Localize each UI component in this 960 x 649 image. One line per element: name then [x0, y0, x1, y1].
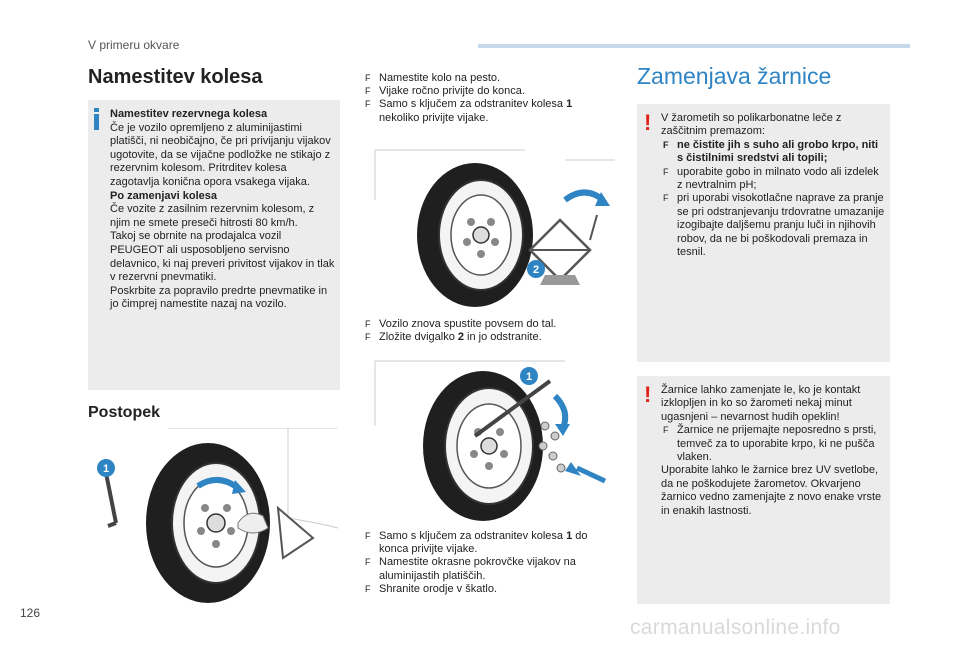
warning-text-bulbs: Žarnice lahko zamenjate le, ko je kontak… [661, 384, 885, 518]
wheel-wrench-illustration: 1 [97, 428, 339, 603]
note-paragraph: Če vozite z zasilnim rezervnim kolesom, … [110, 203, 315, 229]
callout-label: 1 [526, 371, 532, 383]
header-bar [478, 44, 910, 48]
warning-icon: ! [644, 382, 652, 407]
note-paragraph: Če je vozilo opremljeno z aluminijastimi… [110, 121, 331, 188]
warning-box-lenses [637, 104, 890, 362]
watermark: carmanualsonline.info [630, 616, 841, 639]
procedure-subtitle: Postopek [88, 404, 161, 421]
callout-label: 1 [103, 463, 109, 475]
warning-text-lenses: V žarometih so polikarbonatne leče z zaš… [661, 112, 885, 259]
note-paragraph: Poskrbite za popravilo predrte pnevmatik… [110, 284, 328, 311]
warning-intro: Žarnice lahko zamenjate le, ko je kontak… [661, 384, 861, 423]
warning-intro: V žarometih so polikarbonatne leče z zaš… [661, 112, 842, 138]
info-icon [94, 108, 99, 130]
page-number: 126 [20, 606, 41, 620]
warning-icon: ! [644, 110, 652, 135]
wheel-bolts-illustration: 1 [374, 360, 607, 521]
info-note-text: Namestitev rezervnega kolesa Če je vozil… [110, 108, 336, 312]
note-heading-after: Po zamenjavi kolesa [110, 189, 217, 202]
info-note-box [88, 100, 340, 390]
note-paragraph: Takoj se obrnite na prodajalca vozil PEU… [110, 230, 335, 284]
section-title-bulb: Zamenjava žarnice [637, 63, 832, 89]
warning-box-bulbs [637, 376, 890, 604]
section-header: V primeru okvare [88, 38, 180, 52]
wheel-jack-illustration: 2 [374, 149, 615, 307]
warning-outro: Uporabite lahko le žarnice brez UV svetl… [661, 464, 882, 517]
page-title: Namestitev kolesa [88, 66, 263, 88]
note-heading-spare: Namestitev rezervnega kolesa [110, 108, 268, 120]
callout-label: 2 [533, 264, 539, 276]
